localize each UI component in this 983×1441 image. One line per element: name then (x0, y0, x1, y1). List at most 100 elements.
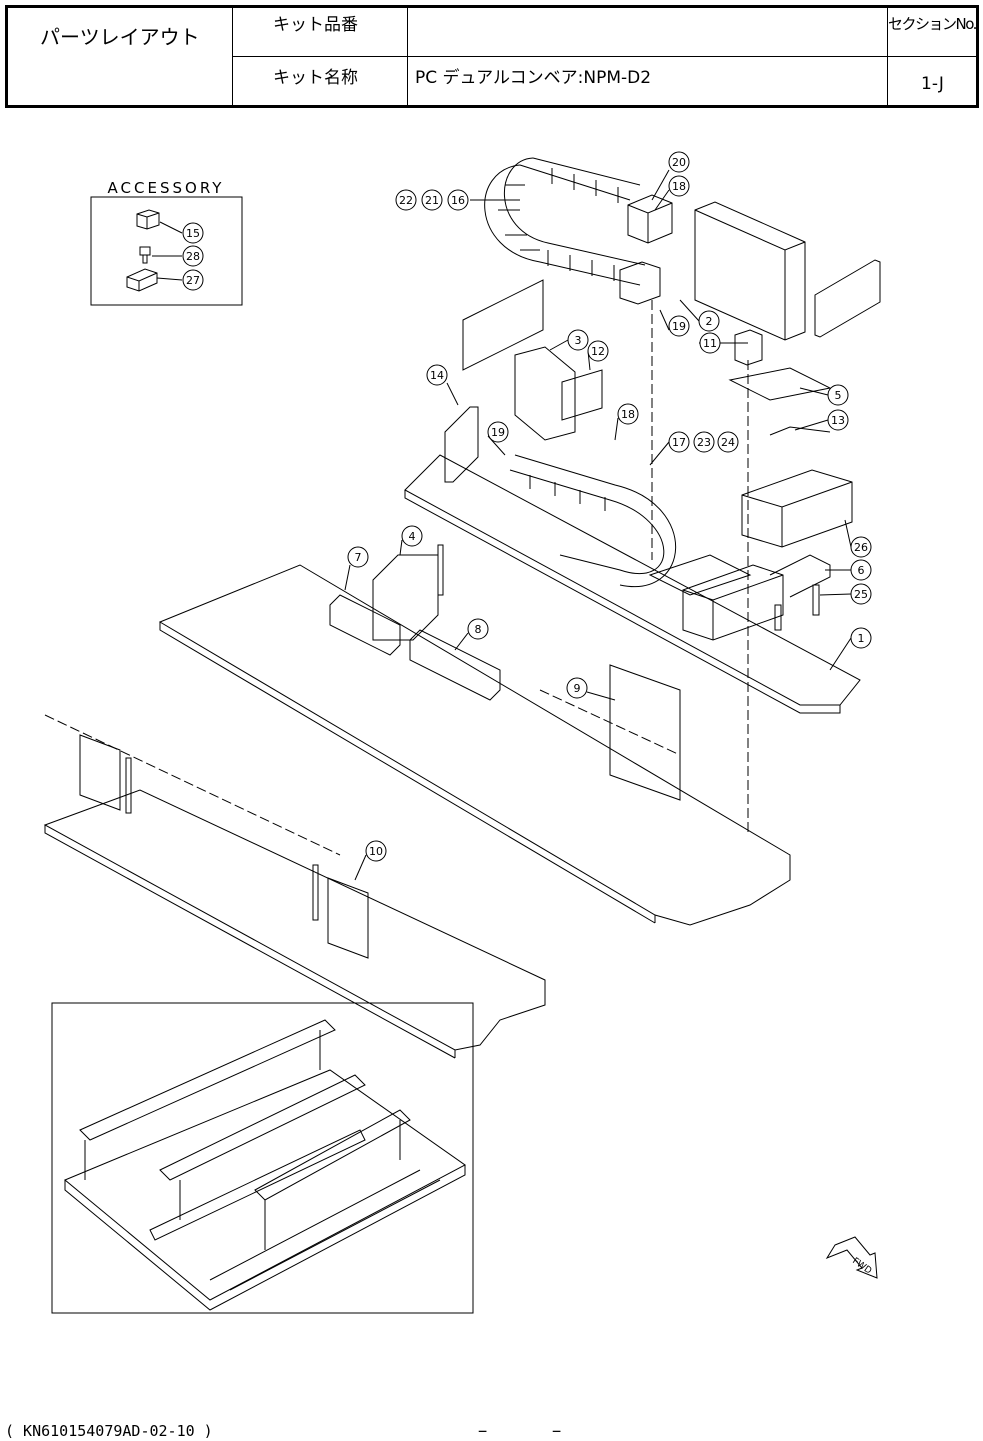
section-value: 1-J (921, 74, 944, 94)
leader-line (447, 383, 458, 405)
left-plate (80, 735, 120, 810)
callout-balloon: 16 (448, 190, 468, 210)
callout-balloon: 21 (422, 190, 442, 210)
callout-balloon: 9 (567, 678, 587, 698)
callout-number: 19 (491, 426, 505, 439)
callout-balloon: 23 (694, 432, 714, 452)
callout-number: 18 (621, 408, 635, 421)
callout-balloon: 19 (488, 422, 508, 442)
part-11 (735, 330, 762, 365)
callout-balloon: 14 (427, 365, 447, 385)
callout-balloon: 22 (396, 190, 416, 210)
callout-number: 11 (703, 337, 717, 350)
leader-line (615, 418, 618, 440)
callout-number: 21 (425, 194, 439, 207)
callout-number: 12 (591, 345, 605, 358)
block-26b (683, 565, 783, 640)
callout-number: 20 (672, 156, 686, 169)
callout-number: 6 (858, 564, 865, 577)
callout-number: 7 (355, 551, 362, 564)
callout-balloon: 3 (568, 330, 588, 350)
kit-name-value: PC デュアルコンベア:NPM-D2 (415, 63, 651, 88)
chain-bracket (628, 195, 672, 243)
callout-number: 16 (451, 194, 465, 207)
divider (232, 56, 976, 57)
lower-base-plate (45, 790, 545, 1050)
leader-line (652, 170, 669, 200)
cover-5 (730, 368, 830, 400)
callout-balloon: 26 (851, 537, 871, 557)
main-middle-plate-edge (160, 622, 655, 923)
callout-number: 23 (697, 436, 711, 449)
callout-balloon: 5 (828, 385, 848, 405)
callout-number: 5 (835, 389, 842, 402)
lower-base-plate-edge (45, 825, 455, 1058)
callout-number: 3 (575, 334, 582, 347)
leader-line (400, 540, 402, 555)
leader-line (550, 340, 568, 350)
leader-line (345, 565, 350, 590)
bracket-14 (445, 407, 478, 482)
plate-9 (610, 665, 680, 800)
callout-balloon: 19 (669, 316, 689, 336)
callout-balloon: 25 (851, 584, 871, 604)
accessory-box (91, 197, 242, 305)
callout-balloon: 20 (669, 152, 689, 172)
leader-line (660, 310, 669, 330)
callout-balloon: 2 (699, 311, 719, 331)
callout-number: 22 (399, 194, 413, 207)
callout-balloon: 18 (669, 176, 689, 196)
inset-assembly (65, 1020, 465, 1310)
accessory-callout: 27 (183, 270, 203, 290)
callout-balloon: 8 (468, 619, 488, 639)
callout-number: 28 (186, 250, 200, 263)
callout-number: 4 (409, 530, 416, 543)
accessory-title: ACCESSORY (108, 179, 225, 197)
accessory-callout: 28 (183, 246, 203, 266)
rod (438, 545, 443, 595)
callout-number: 14 (430, 369, 444, 382)
callout-balloon: 4 (402, 526, 422, 546)
bracket-3 (515, 347, 575, 440)
callout-balloon: 6 (851, 560, 871, 580)
bracket-12 (562, 370, 602, 420)
callout-number: 10 (369, 845, 383, 858)
leader-line (845, 520, 851, 547)
callout-number: 13 (831, 414, 845, 427)
callout-balloon: 13 (828, 410, 848, 430)
section-label: セクションNo. (888, 13, 976, 34)
side-bracket (463, 280, 543, 370)
callout-number: 24 (721, 436, 735, 449)
callout-number: 9 (574, 682, 581, 695)
callout-number: 25 (854, 588, 868, 601)
centerlines (45, 300, 748, 855)
block-26 (742, 470, 852, 547)
cable-carrier-lower (510, 455, 676, 587)
callout-number: 27 (186, 274, 200, 287)
callout-number: 17 (672, 436, 686, 449)
leader-line (355, 855, 366, 880)
top-right-bracket-plate (815, 260, 880, 337)
page-dash-right: − (552, 1422, 561, 1440)
plate-8 (410, 630, 500, 700)
cable-carrier-upper (485, 158, 645, 285)
leader-line (650, 442, 669, 465)
leader-line (820, 594, 851, 595)
title-block: パーツレイアウト キット品番 セクションNo. キット名称 PC デュアルコンベ… (5, 5, 979, 108)
callout-balloon: 12 (588, 341, 608, 361)
leader-line (795, 420, 828, 430)
callout-number: 26 (854, 541, 868, 554)
fwd-label: FWD (850, 1256, 873, 1276)
callout-balloon: 24 (718, 432, 738, 452)
inset-view-box (52, 1003, 473, 1313)
leader-line (587, 692, 615, 700)
rod-left (126, 758, 131, 813)
chain-bracket (620, 262, 660, 304)
callout-balloon: 18 (618, 404, 638, 424)
upper-base-plate-edge (405, 490, 840, 713)
leader-line (455, 633, 468, 650)
callout-balloon: 17 (669, 432, 689, 452)
callout-number: 2 (706, 315, 713, 328)
callout-number: 1 (858, 632, 865, 645)
